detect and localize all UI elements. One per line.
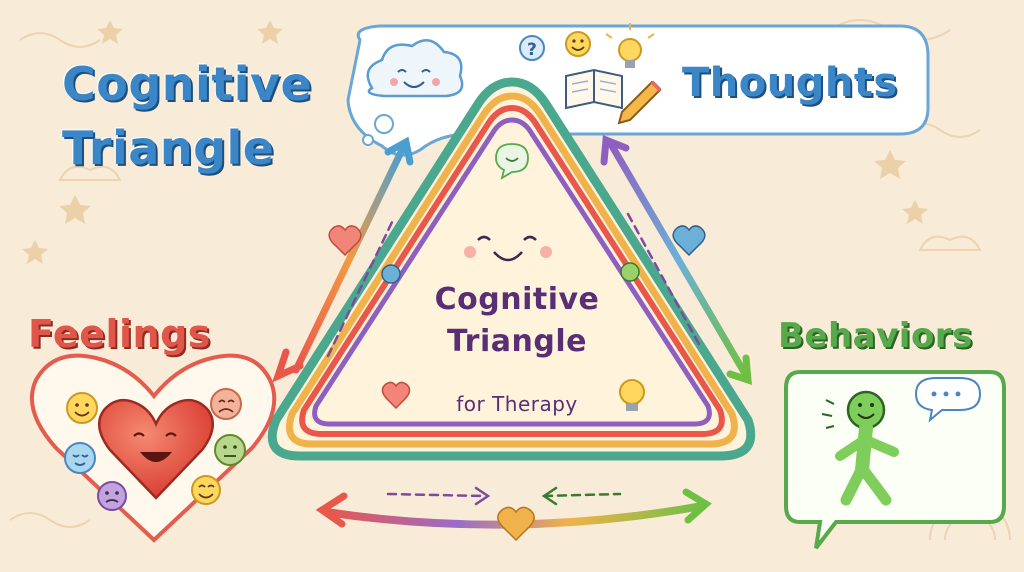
question-mark-icon: ? — [519, 35, 545, 61]
page-title-line2: Triangle — [62, 121, 275, 175]
thoughts-label: Thoughts — [682, 60, 898, 106]
lightbulb-icon — [605, 23, 655, 68]
small-heart-icon — [381, 381, 411, 410]
smiling-cloud-icon — [366, 39, 464, 98]
page-title-line1: Cognitive — [62, 57, 313, 111]
heart-connector-icon — [328, 225, 401, 284]
speech-bubble-icon — [495, 143, 529, 180]
worried-face-icon — [97, 481, 127, 511]
neutral-face-icon — [214, 434, 246, 466]
open-book-icon — [565, 68, 623, 110]
lightbulb-icon — [619, 379, 645, 411]
smiley-icon — [565, 31, 591, 57]
svg-text:?: ? — [527, 40, 537, 60]
thoughts-behaviors-arrows — [600, 135, 752, 386]
feelings-label: Feelings — [28, 312, 211, 356]
center-title-line1: Cognitive — [434, 282, 600, 317]
heart-connector-icon — [620, 225, 706, 282]
center-title-line2: Triangle — [447, 324, 587, 359]
grin-face-icon — [191, 475, 221, 505]
behaviors-label: Behaviors — [778, 316, 973, 356]
smiley-icon — [66, 392, 98, 424]
walking-person-icon — [821, 390, 899, 506]
center-subtitle: for Therapy — [456, 392, 578, 416]
triangle-face — [464, 235, 552, 262]
feelings-thoughts-arrows — [272, 136, 414, 383]
behaviors-bubble — [784, 370, 1006, 550]
calm-face-icon — [64, 442, 96, 474]
speech-bubble-icon — [914, 377, 982, 423]
central-triangle — [267, 77, 756, 461]
sad-face-icon — [210, 388, 242, 420]
heart-connector-icon — [497, 506, 535, 542]
happy-heart-icon — [97, 398, 215, 500]
pencil-icon — [617, 80, 662, 125]
